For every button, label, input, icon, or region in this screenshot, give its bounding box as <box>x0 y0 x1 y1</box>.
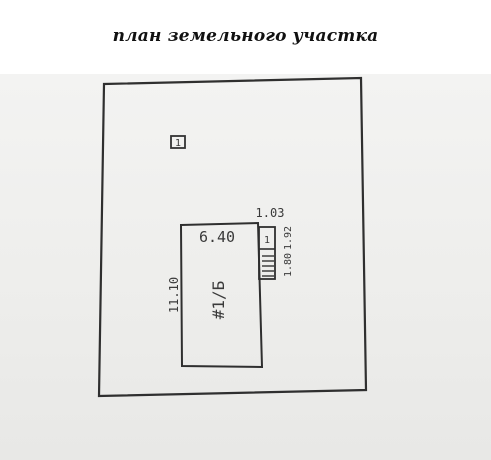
house-outline <box>179 221 264 369</box>
house-length-label: 11.10 <box>167 277 181 313</box>
porch-outline <box>258 226 276 280</box>
plot-number-box <box>170 135 186 149</box>
house-label: #1/Б <box>209 281 228 320</box>
porch-width-label: 1.03 <box>256 206 285 220</box>
page-title: план земельного участка <box>112 26 379 46</box>
plot-boundary <box>97 76 368 398</box>
header-band <box>0 0 491 74</box>
porch-length-top-label: 1.92 <box>283 226 294 250</box>
porch-marker: 1 <box>264 235 270 246</box>
porch-length-bottom-label: 1.80 <box>283 253 294 277</box>
plot-number: 1 <box>175 138 181 149</box>
house-width-label: 6.40 <box>199 228 235 246</box>
